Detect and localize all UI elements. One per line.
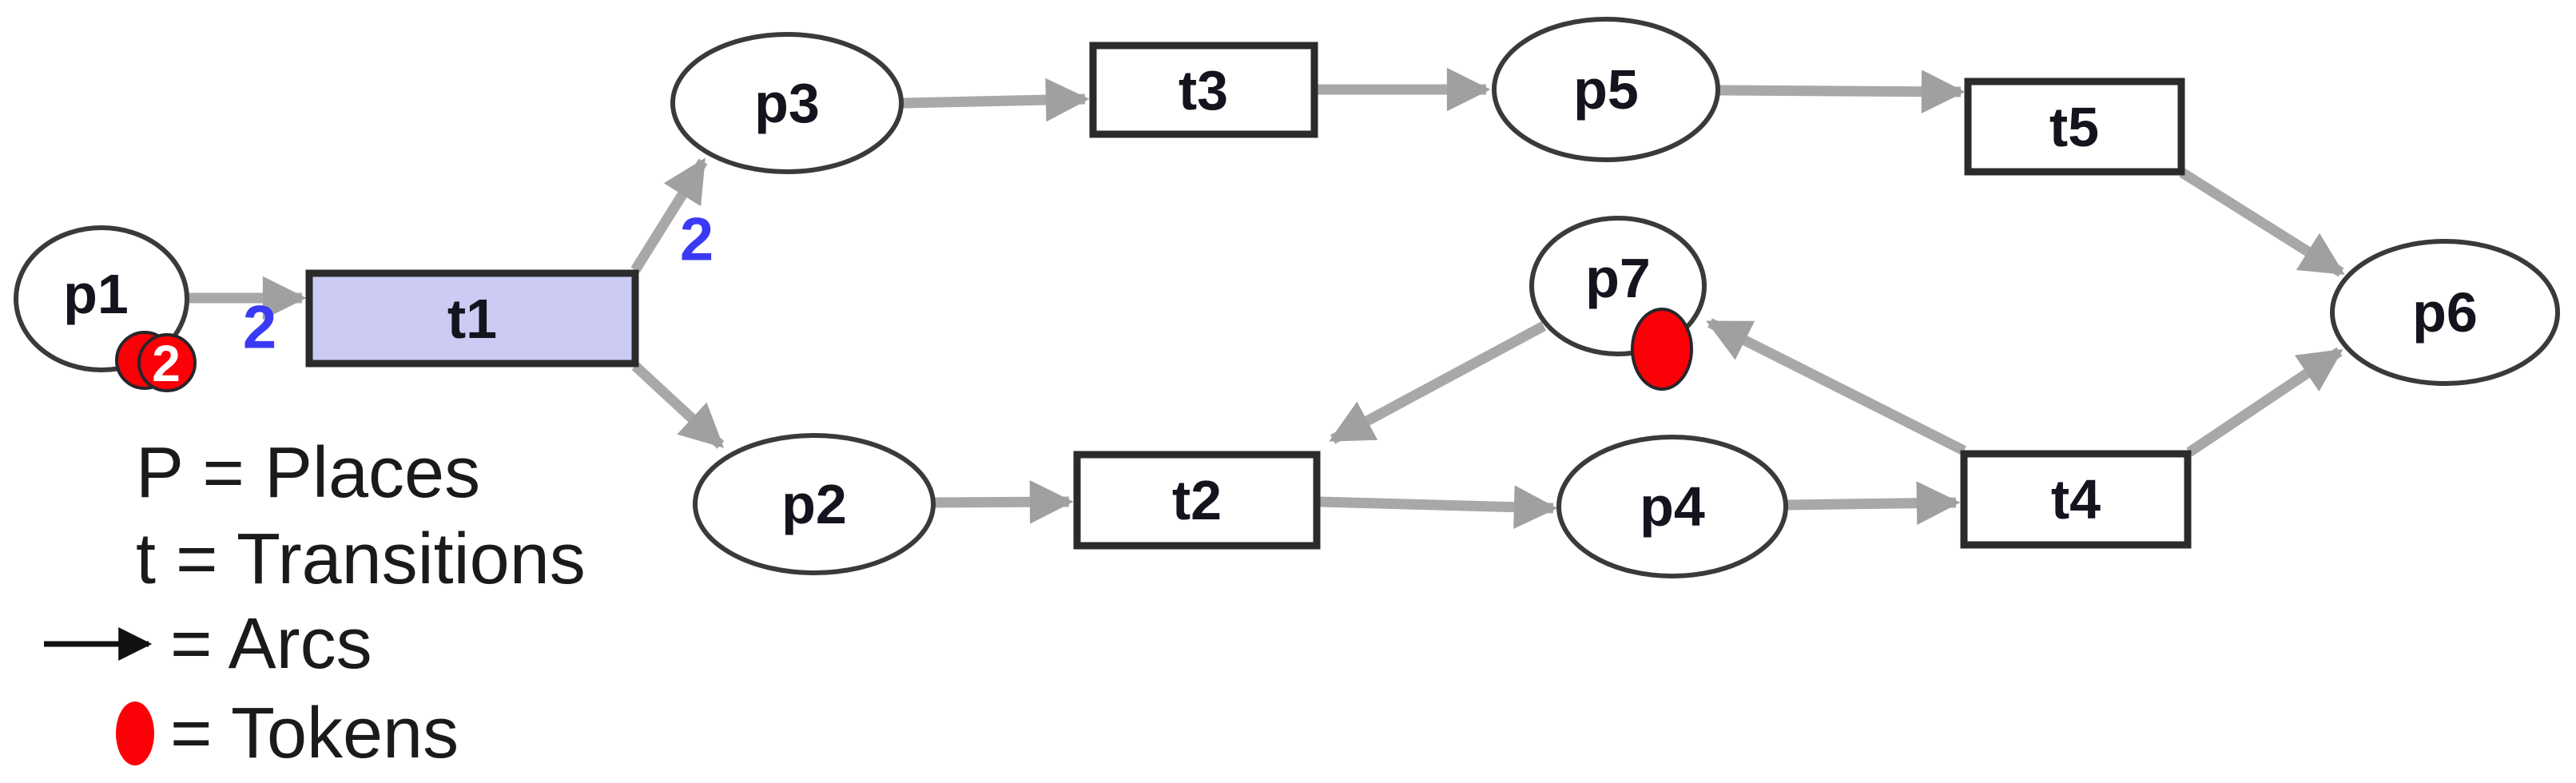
transition-t2-label: t2 bbox=[1172, 469, 1222, 531]
legend-tokens-row: = Tokens bbox=[116, 694, 459, 773]
transition-t3-label: t3 bbox=[1179, 59, 1228, 121]
place-p5: p5 bbox=[1492, 17, 1720, 162]
transition-t1: t1 bbox=[305, 269, 639, 368]
arc-p7-t2 bbox=[1329, 321, 1547, 444]
arc-t4-p7 bbox=[1706, 318, 1966, 455]
place-p3-shape bbox=[670, 32, 904, 174]
legend-transitions-label: t = Transitions bbox=[136, 519, 586, 599]
transition-t5-shape bbox=[1964, 78, 2185, 176]
transition-t4-label: t4 bbox=[2051, 468, 2101, 531]
transition-t1-label: t1 bbox=[447, 288, 497, 350]
legend-arcs-label: = Arcs bbox=[170, 604, 372, 684]
arc-t5-p6 bbox=[2179, 168, 2345, 277]
legend-arcs-row: = Arcs bbox=[44, 604, 372, 684]
arc-t1-p3 bbox=[630, 157, 708, 273]
transition-t4-shape bbox=[1960, 450, 2192, 549]
place-p2-label: p2 bbox=[781, 473, 847, 535]
place-p4-shape bbox=[1556, 435, 1788, 578]
place-p2-shape bbox=[693, 433, 936, 575]
token-icon bbox=[1631, 308, 1693, 391]
arc-weight-p1-t1: 2 bbox=[243, 294, 276, 362]
arc-t4-p6 bbox=[2186, 347, 2343, 457]
transition-t4: t4 bbox=[1960, 450, 2192, 549]
arc-t1-p2 bbox=[631, 362, 725, 449]
place-p6-shape bbox=[2330, 239, 2560, 386]
transition-t5: t5 bbox=[1964, 78, 2185, 176]
transition-t1-shape bbox=[305, 269, 639, 368]
transition-t2-shape bbox=[1073, 451, 1321, 550]
transition-t3-shape bbox=[1089, 42, 1318, 138]
place-p7-label: p7 bbox=[1585, 247, 1651, 309]
arcs-layer bbox=[189, 67, 2345, 529]
place-p6-label: p6 bbox=[2412, 281, 2478, 344]
place-p4-label: p4 bbox=[1640, 475, 1705, 538]
token-icon bbox=[116, 702, 154, 765]
arc-p5-t5 bbox=[1719, 70, 1966, 113]
place-p3: p3 bbox=[670, 32, 904, 174]
arc-p2-t2 bbox=[934, 479, 1074, 524]
transition-t3: t3 bbox=[1089, 42, 1318, 138]
place-p5-label: p5 bbox=[1573, 58, 1639, 121]
place-p2: p2 bbox=[693, 433, 936, 575]
place-p3-label: p3 bbox=[754, 72, 820, 134]
transition-t5-label: t5 bbox=[2049, 96, 2099, 158]
transition-t2: t2 bbox=[1073, 451, 1321, 550]
legend: P = Places t = Transitions = Arcs = Toke… bbox=[44, 433, 586, 773]
arc-t2-p4 bbox=[1318, 485, 1558, 529]
token-icon bbox=[137, 333, 197, 392]
place-p1-label: p1 bbox=[63, 263, 129, 325]
place-p4: p4 bbox=[1556, 435, 1788, 578]
place-p5-shape bbox=[1492, 17, 1720, 162]
legend-tokens-label: = Tokens bbox=[170, 694, 459, 773]
legend-places-label: P = Places bbox=[136, 433, 480, 513]
token-group-p1: 2 bbox=[115, 331, 197, 392]
arc-weight-t1-p3: 2 bbox=[680, 206, 714, 274]
token-count-p1: 2 bbox=[152, 335, 181, 392]
arc-p3-t3 bbox=[902, 78, 1090, 122]
place-p6: p6 bbox=[2330, 239, 2560, 386]
arc-p4-t4 bbox=[1787, 481, 1961, 525]
token-group-p7 bbox=[1631, 308, 1693, 391]
